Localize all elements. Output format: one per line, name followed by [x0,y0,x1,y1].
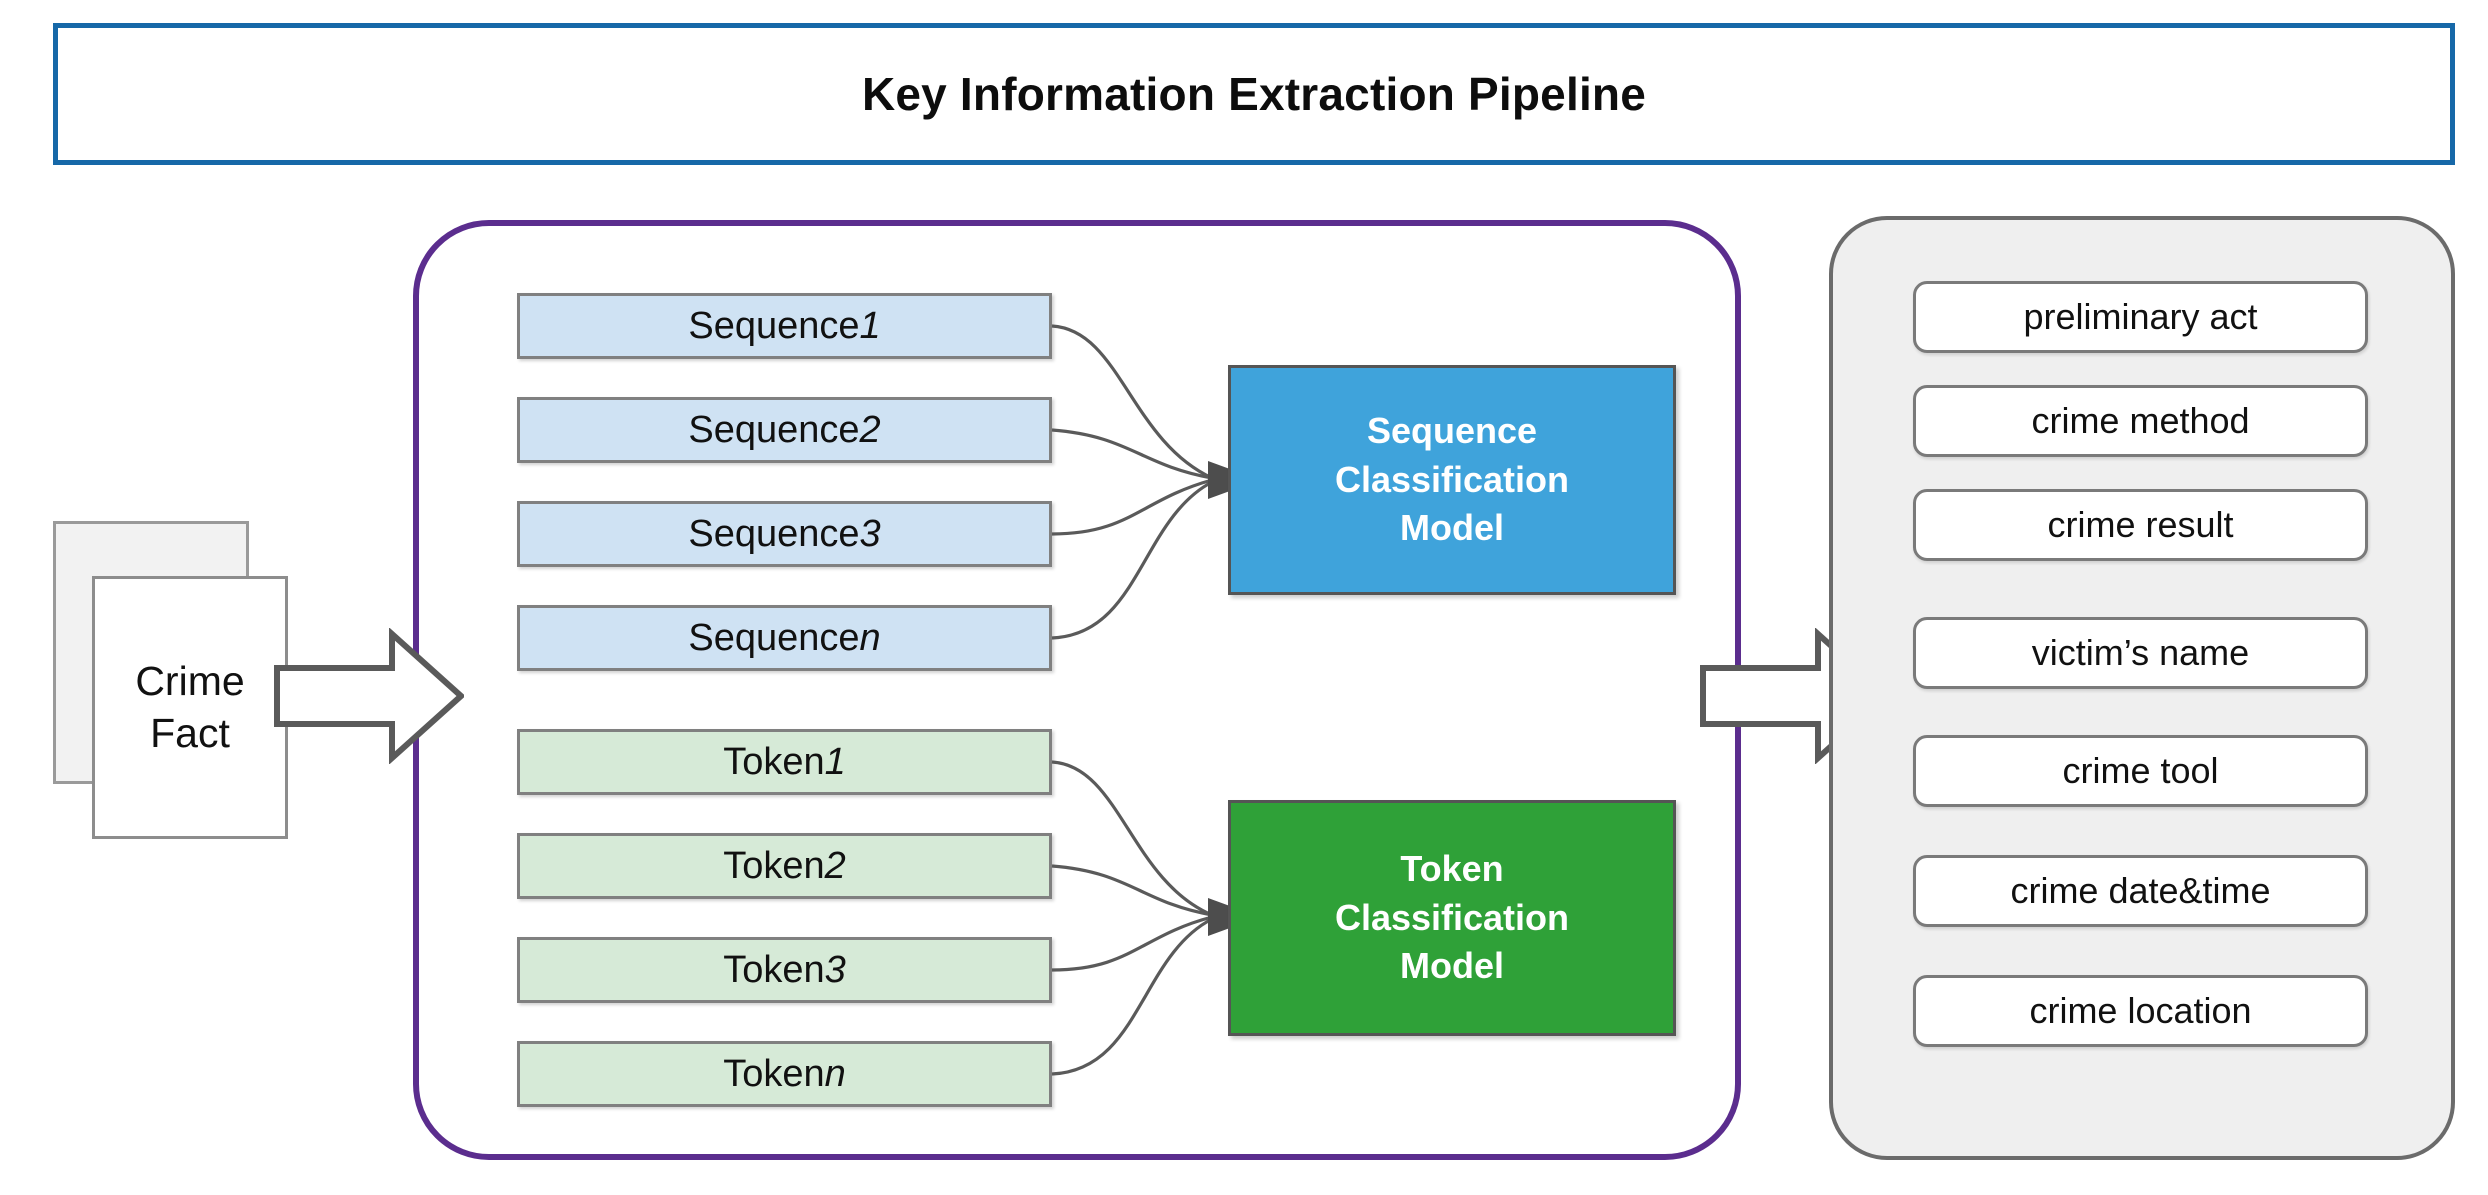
output-item-crime-tool[interactable]: crime tool [1913,735,2368,807]
sequence-label-1: Sequence [688,304,860,347]
token-label-3: Token [723,948,825,991]
token-label-1: Token [723,740,825,783]
token-label-n: Token [723,1052,825,1095]
sequence-model-line-3: Model [1400,507,1504,549]
sequence-model-line-2: Classification [1334,458,1570,500]
sequence-index-n: n [859,616,881,659]
token-model-line-1: Token [1400,848,1504,890]
crime-fact-line-2: Fact [150,709,230,756]
output-item-victims-name[interactable]: victim’s name [1913,617,2368,689]
token-index-1: 1 [824,740,846,783]
token-model-line-2: Classification [1334,896,1570,938]
token-index-n: n [824,1052,846,1095]
page-title: Key Information Extraction Pipeline [861,68,1647,120]
token-box-2[interactable]: Token 2 [517,833,1052,899]
token-classification-model[interactable]: Token Classification Model [1228,800,1676,1036]
output-item-crime-method[interactable]: crime method [1913,385,2368,457]
token-box-1[interactable]: Token 1 [517,729,1052,795]
output-item-crime-result[interactable]: crime result [1913,489,2368,561]
token-model-line-3: Model [1400,945,1504,987]
title-banner: Key Information Extraction Pipeline [53,23,2455,165]
sequence-label-3: Sequence [688,512,860,555]
token-label-2: Token [723,844,825,887]
output-item-crime-datetime[interactable]: crime date&time [1913,855,2368,927]
sequence-box-n[interactable]: Sequence n [517,605,1052,671]
sequence-index-2: 2 [859,408,881,451]
sequence-label-n: Sequence [688,616,860,659]
sequence-label-2: Sequence [688,408,860,451]
sequence-box-1[interactable]: Sequence 1 [517,293,1052,359]
token-index-3: 3 [824,948,846,991]
sequence-classification-model[interactable]: Sequence Classification Model [1228,365,1676,595]
crime-fact-document-front: Crime Fact [92,576,288,839]
token-index-2: 2 [824,844,846,887]
output-item-preliminary-act[interactable]: preliminary act [1913,281,2368,353]
sequence-box-3[interactable]: Sequence 3 [517,501,1052,567]
input-arrow-icon [274,628,464,764]
crime-fact-line-1: Crime [135,658,245,705]
token-box-n[interactable]: Token n [517,1041,1052,1107]
sequence-index-3: 3 [859,512,881,555]
sequence-index-1: 1 [859,304,881,347]
sequence-model-line-1: Sequence [1366,410,1538,452]
output-item-crime-location[interactable]: crime location [1913,975,2368,1047]
token-box-3[interactable]: Token 3 [517,937,1052,1003]
sequence-box-2[interactable]: Sequence 2 [517,397,1052,463]
